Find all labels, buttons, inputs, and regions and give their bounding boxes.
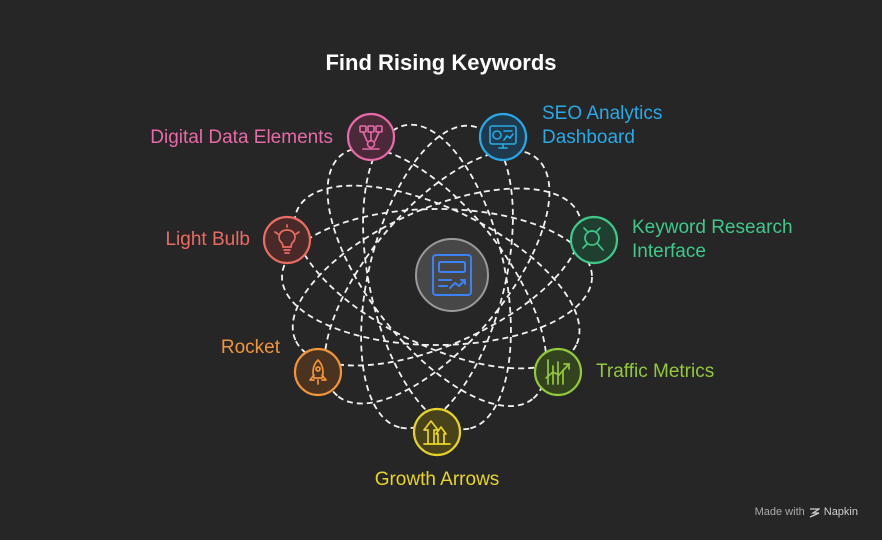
label-light-bulb: Light Bulb xyxy=(165,229,250,250)
node-light-bulb xyxy=(262,215,312,265)
label-keyword-research-interface: Keyword Research Interface xyxy=(632,216,793,264)
label-growth-arrows: Growth Arrows xyxy=(374,469,500,490)
light-bulb-icon xyxy=(274,224,300,254)
label-line: Interface xyxy=(632,241,706,262)
rocket-icon xyxy=(309,359,327,385)
orbit-ring xyxy=(281,208,593,346)
data-nodes-icon xyxy=(359,125,383,150)
node-rocket xyxy=(293,347,343,397)
growth-arrows-icon xyxy=(423,420,451,445)
node-keyword-research-interface xyxy=(569,215,619,265)
watermark-prefix: Made with xyxy=(754,506,805,518)
orbit-ring xyxy=(293,184,581,370)
node-traffic-metrics xyxy=(533,347,583,397)
monitor-analytics-icon xyxy=(489,125,517,149)
page-title: Find Rising Keywords xyxy=(325,50,557,75)
label-rocket: Rocket xyxy=(220,337,280,358)
watermark[interactable]: Made with Napkin xyxy=(755,506,858,518)
label-line: Keyword Research xyxy=(632,217,793,238)
trend-chart-icon xyxy=(545,359,570,385)
dashboard-card-icon xyxy=(432,254,472,296)
orbit-ring xyxy=(291,187,583,367)
node-seo-analytics-dashboard xyxy=(478,112,528,162)
center-hub xyxy=(415,238,489,312)
orbit-ring xyxy=(323,149,551,405)
napkin-logo-icon xyxy=(809,507,820,518)
node-digital-data-elements xyxy=(346,112,396,162)
label-digital-data-elements: Digital Data Elements xyxy=(150,127,333,148)
watermark-brand: Napkin xyxy=(823,506,858,518)
orbit-ring xyxy=(362,123,512,431)
node-growth-arrows xyxy=(412,407,462,457)
label-line: SEO Analytics xyxy=(542,103,663,124)
label-traffic-metrics: Traffic Metrics xyxy=(596,361,715,382)
label-line: Dashboard xyxy=(542,127,635,148)
label-seo-analytics-dashboard: SEO Analytics Dashboard xyxy=(542,102,662,150)
magnifier-icon xyxy=(582,227,604,251)
orbit-ring xyxy=(360,124,514,430)
